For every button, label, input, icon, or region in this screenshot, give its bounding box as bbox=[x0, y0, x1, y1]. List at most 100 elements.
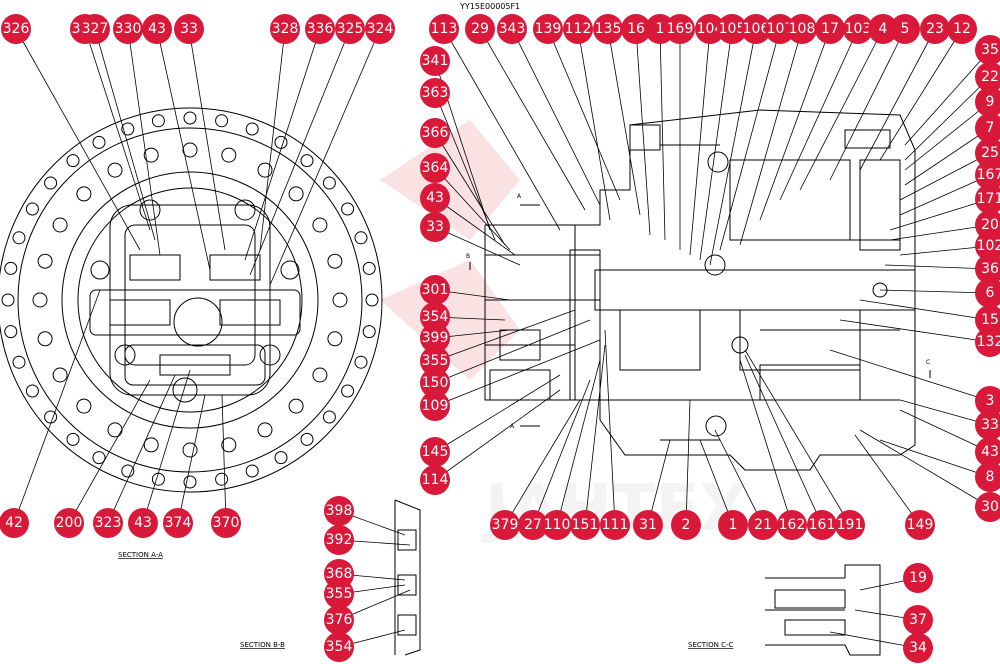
callout-badge: 43 bbox=[420, 183, 450, 213]
callout-badge: 33 bbox=[975, 410, 1000, 440]
leader-line bbox=[607, 28, 641, 216]
callout-circle bbox=[975, 437, 1000, 467]
leader-line bbox=[879, 28, 963, 161]
callout-badge: 392 bbox=[324, 525, 354, 555]
callout-badge: 33 bbox=[174, 14, 204, 44]
leader-line bbox=[94, 28, 156, 241]
callout-circle bbox=[975, 327, 1000, 357]
callout-badge: 17 bbox=[815, 14, 845, 44]
callout-badge: 109 bbox=[420, 391, 450, 421]
callout-circle bbox=[420, 212, 450, 242]
callout-label: 2 bbox=[682, 517, 691, 533]
leader-line bbox=[269, 28, 381, 286]
leader-line bbox=[904, 76, 991, 161]
callout-circle bbox=[497, 14, 527, 44]
leader-line bbox=[434, 226, 521, 266]
callout-circle bbox=[128, 508, 158, 538]
callout-circle bbox=[420, 275, 450, 305]
callout-label: 169 bbox=[667, 21, 694, 37]
leader-line bbox=[434, 309, 576, 362]
bolt-hole bbox=[288, 186, 304, 202]
callout-label: 7 bbox=[986, 120, 995, 136]
callout-label: 162 bbox=[779, 517, 806, 533]
callout-badge: 6 bbox=[975, 278, 1000, 308]
bolt-hole bbox=[25, 202, 39, 216]
bolt-hole bbox=[52, 367, 68, 383]
callout-label: 374 bbox=[165, 515, 192, 531]
leader-line bbox=[577, 28, 611, 221]
callout-badge: 106 bbox=[741, 14, 771, 44]
leader-line bbox=[689, 28, 711, 256]
callout-label: 43 bbox=[981, 444, 999, 460]
callout-circle bbox=[163, 508, 193, 538]
callout-badge: 43 bbox=[128, 508, 158, 538]
callout-badge: 324 bbox=[365, 14, 395, 44]
bolt-hole bbox=[151, 472, 165, 486]
leader-line bbox=[556, 359, 601, 526]
callout-badge: 113 bbox=[429, 14, 459, 44]
callout-label: 132 bbox=[977, 334, 1000, 350]
callout-label: 366 bbox=[422, 125, 449, 141]
callout-badge: 330 bbox=[113, 14, 143, 44]
callout-circle bbox=[787, 14, 817, 44]
leader-line bbox=[744, 354, 823, 526]
callout-badge: 8 bbox=[975, 462, 1000, 492]
callout-badge: 30 bbox=[975, 492, 1000, 522]
callout-label: 25 bbox=[981, 145, 999, 161]
callout-label: 149 bbox=[907, 517, 934, 533]
callout-badge: 162 bbox=[777, 510, 807, 540]
callout-label: 31 bbox=[639, 517, 657, 533]
marker-a-bottom: A bbox=[510, 423, 515, 430]
callout-badge: 301 bbox=[420, 275, 450, 305]
callout-circle bbox=[975, 462, 1000, 492]
bolt-hole bbox=[354, 231, 368, 245]
leader-line bbox=[635, 28, 651, 236]
leader-line bbox=[699, 28, 733, 261]
header-code: YY15E00005F1 bbox=[459, 2, 520, 11]
callout-circle bbox=[975, 62, 1000, 92]
bolt-hole bbox=[354, 355, 368, 369]
callout-label: 150 bbox=[422, 375, 449, 391]
callout-badge: 379 bbox=[490, 510, 520, 540]
bolt-hole bbox=[92, 135, 106, 149]
callout-circle bbox=[947, 14, 977, 44]
leader-line bbox=[859, 429, 991, 508]
callout-label: 30 bbox=[981, 499, 999, 515]
leader-line bbox=[156, 28, 211, 271]
leader-line bbox=[904, 101, 991, 171]
bolt-hole bbox=[274, 135, 288, 149]
callout-circle bbox=[868, 14, 898, 44]
leader-line bbox=[799, 28, 884, 191]
callout-label: 139 bbox=[535, 21, 562, 37]
leader-line bbox=[504, 399, 581, 526]
callout-label: 330 bbox=[115, 21, 142, 37]
callout-badge: 354 bbox=[420, 302, 450, 332]
section-aa-drawing bbox=[0, 107, 383, 493]
callout-label: 370 bbox=[213, 515, 240, 531]
bolt-hole bbox=[25, 384, 39, 398]
callout-label: 355 bbox=[326, 586, 353, 602]
callout-badge: 27 bbox=[518, 510, 548, 540]
callout-circle bbox=[420, 465, 450, 495]
callout-label: 109 bbox=[422, 398, 449, 414]
callout-badge: 110 bbox=[542, 510, 572, 540]
callout-label: 23 bbox=[926, 21, 944, 37]
section-bb-caption: SECTION B-B bbox=[240, 641, 285, 649]
callout-label: 106 bbox=[743, 21, 770, 37]
callout-label: 112 bbox=[565, 21, 592, 37]
leader-line bbox=[244, 28, 321, 261]
callout-badge: 354 bbox=[324, 632, 354, 662]
callout-circle bbox=[665, 14, 695, 44]
callout-circle bbox=[718, 510, 748, 540]
leader-line bbox=[899, 409, 991, 453]
callout-circle bbox=[905, 510, 935, 540]
callout-label: 151 bbox=[572, 517, 599, 533]
bolt-hole bbox=[362, 261, 376, 275]
callout-label: 4 bbox=[879, 21, 888, 37]
callout-circle bbox=[335, 14, 365, 44]
callout-label: 33 bbox=[180, 21, 198, 37]
callout-badge: 326 bbox=[1, 14, 31, 44]
marker-c: C bbox=[926, 359, 930, 366]
callout-circle bbox=[518, 510, 548, 540]
callout-badge: 43 bbox=[975, 437, 1000, 467]
